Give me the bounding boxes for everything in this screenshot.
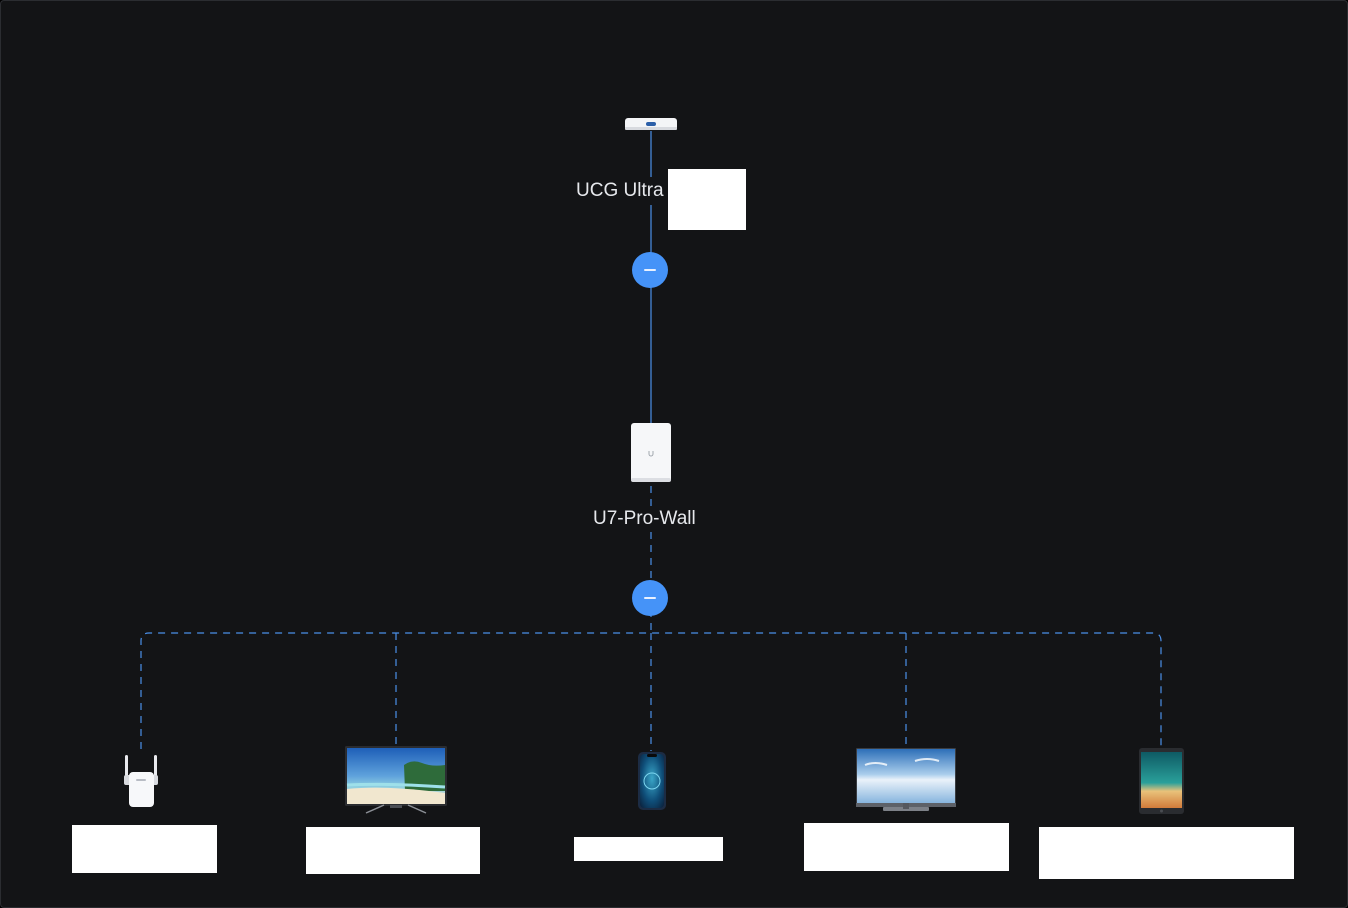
smart-tv-icon bbox=[345, 746, 447, 814]
client-node-phone[interactable] bbox=[637, 751, 667, 811]
redaction-block bbox=[72, 825, 217, 873]
client-node-extender[interactable] bbox=[123, 753, 161, 809]
monitor-tv-icon bbox=[856, 748, 956, 811]
minus-icon bbox=[644, 597, 656, 599]
redaction-block bbox=[306, 827, 480, 874]
smartphone-icon bbox=[638, 752, 666, 810]
tablet-icon bbox=[1139, 748, 1184, 814]
access-point-device-icon bbox=[631, 423, 671, 482]
gateway-node[interactable] bbox=[624, 116, 678, 134]
redaction-block bbox=[574, 837, 723, 861]
gateway-name: UCG Ultra bbox=[576, 180, 664, 202]
redaction-block bbox=[1039, 827, 1294, 879]
wireless-bus-line bbox=[140, 632, 1162, 749]
client-node-tv[interactable] bbox=[344, 745, 448, 815]
redaction-block bbox=[668, 169, 746, 230]
collapse-gateway-children-button[interactable] bbox=[632, 252, 668, 288]
gateway-device-icon bbox=[625, 118, 677, 130]
client-node-tablet[interactable] bbox=[1138, 747, 1185, 815]
access-point-name: U7-Pro-Wall bbox=[593, 508, 696, 530]
minus-icon bbox=[644, 269, 656, 271]
wifi-extender-icon bbox=[124, 755, 158, 807]
client-node-monitor[interactable] bbox=[855, 747, 957, 815]
collapse-ap-children-button[interactable] bbox=[632, 580, 668, 616]
access-point-node[interactable] bbox=[630, 422, 672, 484]
redaction-block bbox=[804, 823, 1009, 871]
